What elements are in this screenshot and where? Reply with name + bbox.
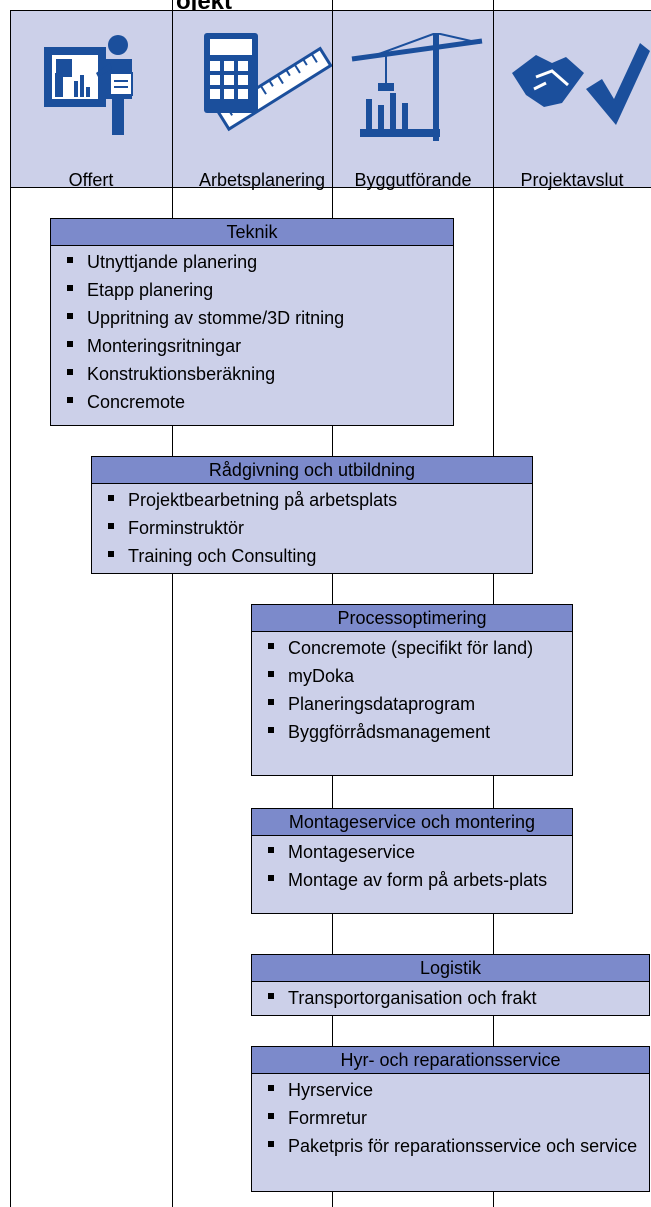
list-item: Byggförrådsmanagement — [252, 721, 572, 743]
handshake-checkmark-icon — [512, 43, 650, 125]
column-divider — [10, 10, 11, 1207]
service-box-teknik: Teknik Utnyttjande planering Etapp plane… — [50, 218, 454, 426]
service-box-title: Logistik — [252, 955, 649, 982]
service-box-title: Rådgivning och utbildning — [92, 457, 532, 484]
service-box-logistik: Logistik Transportorganisation och frakt — [251, 954, 650, 1016]
presenter-whiteboard-icon — [44, 35, 133, 135]
service-item-list: Projektbearbetning på arbetsplats Formin… — [92, 484, 532, 579]
service-box-title: Processoptimering — [252, 605, 572, 632]
list-item: myDoka — [252, 665, 572, 687]
list-item: Paketpris för reparationsservice och ser… — [252, 1135, 649, 1157]
list-item: Concremote (specifikt för land) — [252, 637, 572, 659]
list-item: Etapp planering — [51, 279, 453, 301]
list-item: Utnyttjande planering — [51, 251, 453, 273]
phase-label-byggutforande: Byggutförande — [354, 170, 472, 190]
list-item: Training och Consulting — [92, 545, 532, 567]
list-item: Uppritning av stomme/3D ritning — [51, 307, 453, 329]
service-box-montageservice: Montageservice och montering Montageserv… — [251, 808, 573, 914]
list-item: Planeringsdataprogram — [252, 693, 572, 715]
phase-label-offert: Offert — [68, 170, 114, 190]
list-item: Montage av form på arbets-plats — [252, 869, 572, 891]
list-item: Forminstruktör — [92, 517, 532, 539]
service-box-processoptimering: Processoptimering Concremote (specifikt … — [251, 604, 573, 776]
calculator-ruler-icon — [204, 33, 333, 132]
list-item: Formretur — [252, 1107, 649, 1129]
list-item: Montageservice — [252, 841, 572, 863]
list-item: Konstruktionsberäkning — [51, 363, 453, 385]
service-item-list: Hyrservice Formretur Paketpris för repar… — [252, 1074, 649, 1169]
service-box-title: Teknik — [51, 219, 453, 246]
column-divider — [172, 0, 173, 1207]
service-item-list: Transportorganisation och frakt — [252, 982, 649, 1021]
column-divider — [493, 0, 494, 1207]
list-item: Transportorganisation och frakt — [252, 987, 649, 1009]
service-box-title: Montageservice och montering — [252, 809, 572, 836]
list-item: Monteringsritningar — [51, 335, 453, 357]
service-item-list: Concremote (specifikt för land) myDoka P… — [252, 632, 572, 755]
phase-header: Offert Arbetsplanering Byggutförande Pro… — [10, 10, 651, 190]
construction-crane-icon — [351, 33, 483, 141]
service-box-title: Hyr- och reparationsservice — [252, 1047, 649, 1074]
phase-label-arbetsplanering: Arbetsplanering — [198, 170, 326, 190]
service-item-list: Utnyttjande planering Etapp planering Up… — [51, 246, 453, 425]
list-item: Concremote — [51, 391, 453, 413]
phase-label-projektavslut: Projektavslut — [520, 170, 624, 190]
column-divider — [332, 0, 333, 1207]
list-item: Hyrservice — [252, 1079, 649, 1101]
service-box-hyrservice: Hyr- och reparationsservice Hyrservice F… — [251, 1046, 650, 1192]
list-item: Projektbearbetning på arbetsplats — [92, 489, 532, 511]
service-box-radgivning: Rådgivning och utbildning Projektbearbet… — [91, 456, 533, 574]
service-item-list: Montageservice Montage av form på arbets… — [252, 836, 572, 903]
